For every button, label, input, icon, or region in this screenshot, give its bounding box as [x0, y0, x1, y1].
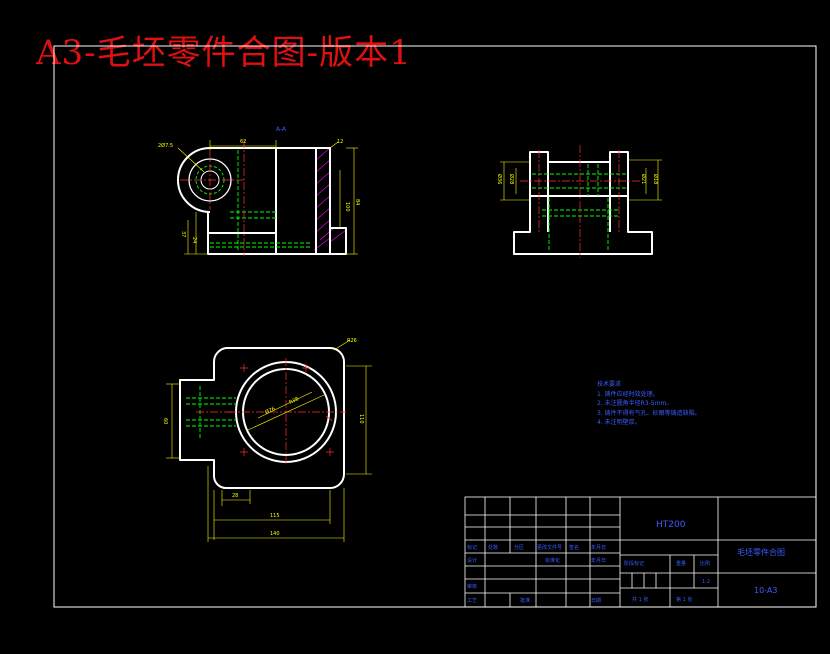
- dim-100: 100: [344, 202, 350, 212]
- note-item: 3. 铸件不得有气孔、砂眼等铸造缺陷。: [597, 409, 701, 417]
- tb-label-approve: 批准: [520, 597, 530, 604]
- section-label: A-A: [276, 126, 287, 133]
- tb-label-change-doc: 更改文件号: [537, 544, 562, 551]
- dim-37: 37: [180, 231, 186, 237]
- tb-label-zone: 分区: [514, 544, 524, 551]
- dim-12: 12: [337, 139, 343, 145]
- side-view: Ø36 Ø28 Ø21 Ø18: [496, 145, 662, 258]
- tb-label-sign: 签名: [569, 544, 579, 551]
- tb-label-mark: 标记: [467, 544, 477, 551]
- tb-label-design: 设计: [467, 557, 477, 564]
- tb-row4-date: 日期: [591, 598, 601, 604]
- dim-phi36: Ø36: [496, 174, 503, 184]
- dim-r38: R38: [288, 396, 299, 406]
- tb-scale: 1:2: [702, 579, 710, 585]
- note-item: 1. 铸件应经时效处理。: [597, 390, 659, 398]
- tb-drawing-number: 10-A3: [754, 586, 777, 595]
- note-item: 4. 未注明壁厚。: [597, 419, 641, 426]
- dim-110: 110: [358, 414, 364, 424]
- dim-phi76: Ø76: [264, 405, 276, 416]
- dim-phi18: Ø18: [652, 174, 659, 184]
- tb-label-review: 审核: [467, 583, 477, 590]
- dim-28: 28: [232, 493, 238, 499]
- dim-84: 84: [354, 199, 360, 205]
- tb-label-process: 工艺: [467, 598, 477, 604]
- tb-label-count: 处数: [488, 544, 498, 551]
- tb-sheet-number: 第 1 张: [676, 596, 692, 603]
- section-hatch: [313, 147, 347, 251]
- tb-scale-label: 比例: [700, 560, 710, 567]
- tb-stage-label: 阶段标记: [624, 560, 644, 567]
- tb-sheets-total: 共 1 张: [632, 596, 648, 603]
- technical-notes: 技术要求 1. 铸件应经时效处理。 2. 未注圆角半径R3-5mm。 3. 铸件…: [597, 380, 701, 428]
- title-block: 标记 处数 分区 更改文件号 签名 年月日 设计 标准化 年月日 审核 工艺 批…: [464, 496, 817, 608]
- dim-60: 60: [162, 418, 168, 424]
- drawing-title: A3-毛坯零件合图-版本1: [36, 33, 412, 73]
- dim-r26: R26: [347, 338, 357, 344]
- dim-140: 140: [270, 531, 280, 537]
- tb-row2-date: 年月日: [591, 557, 606, 564]
- tb-part-name: 毛坯零件合图: [737, 547, 785, 557]
- front-view: A-A: [158, 126, 360, 256]
- top-view: R26 Ø76 R38 60 110 28 115 140: [162, 338, 372, 542]
- dim-phi21: Ø21: [640, 174, 647, 184]
- dim-24: 24: [191, 237, 197, 243]
- dim-115: 115: [270, 513, 280, 519]
- tb-label-date: 年月日: [591, 544, 606, 551]
- dim-62: 62: [240, 139, 246, 145]
- dim-2phi7-5: 2Ø7.5: [158, 142, 173, 149]
- tb-material: HT200: [656, 520, 686, 530]
- note-item: 2. 未注圆角半径R3-5mm。: [597, 400, 673, 407]
- tb-label-standard: 标准化: [545, 557, 560, 564]
- notes-heading: 技术要求: [597, 381, 622, 388]
- dim-phi28: Ø28: [508, 174, 515, 184]
- drawing-frame: [53, 45, 817, 608]
- tb-weight-label: 重量: [676, 560, 686, 567]
